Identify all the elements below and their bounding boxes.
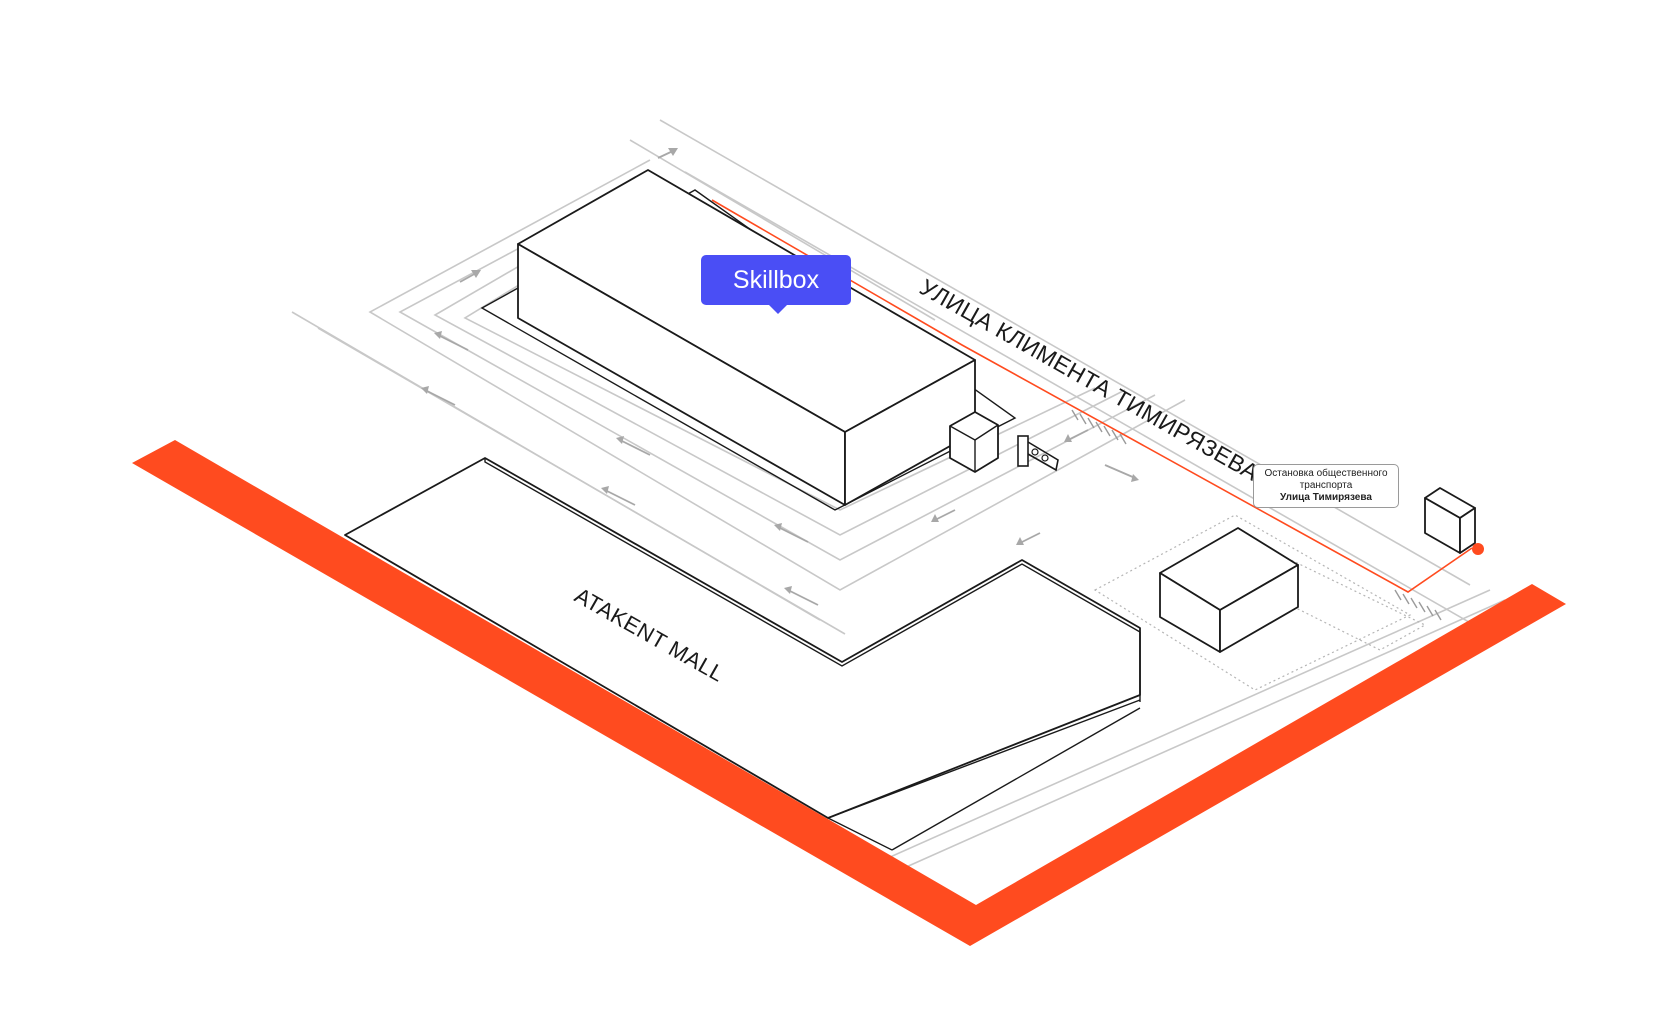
skillbox-label: Skillbox [732, 265, 820, 294]
direction-arrow-icon [657, 148, 678, 159]
bus-stop-pin-icon[interactable] [1472, 543, 1484, 555]
parking-sign-icon [1017, 435, 1059, 472]
direction-arrow-icon [601, 486, 636, 506]
direction-arrow-icon [931, 509, 956, 522]
direction-arrow-icon [1016, 532, 1041, 545]
direction-arrow-icon [784, 586, 819, 606]
direction-arrow-icon [774, 523, 809, 543]
atakent-mall-building [344, 457, 1141, 851]
bus-stop-line-1: Остановка общественного [1264, 468, 1388, 479]
parking-block [1159, 527, 1299, 653]
bus-stop-line-2: транспорта [1299, 480, 1353, 491]
direction-arrow-icon [1064, 429, 1089, 442]
marker-pointer [769, 305, 787, 314]
skillbox-place-marker[interactable]: Skillbox [701, 255, 851, 314]
parcel-outlines [1093, 514, 1427, 691]
direction-arrow-icon [421, 386, 456, 406]
direction-arrow-icon [1104, 464, 1139, 482]
bus-stop-shelter [1424, 487, 1476, 554]
direction-arrow-icon [616, 436, 651, 456]
site-boundary [132, 440, 1566, 946]
crosswalk-ticks [1071, 409, 1442, 621]
direction-arrows [421, 148, 1139, 606]
direction-arrow-icon [434, 331, 469, 351]
bus-stop-name: Улица Тимирязева [1280, 492, 1372, 503]
direction-arrow-icon [459, 270, 481, 283]
bus-stop-callout: Остановка общественного транспорта Улица… [1253, 464, 1399, 508]
